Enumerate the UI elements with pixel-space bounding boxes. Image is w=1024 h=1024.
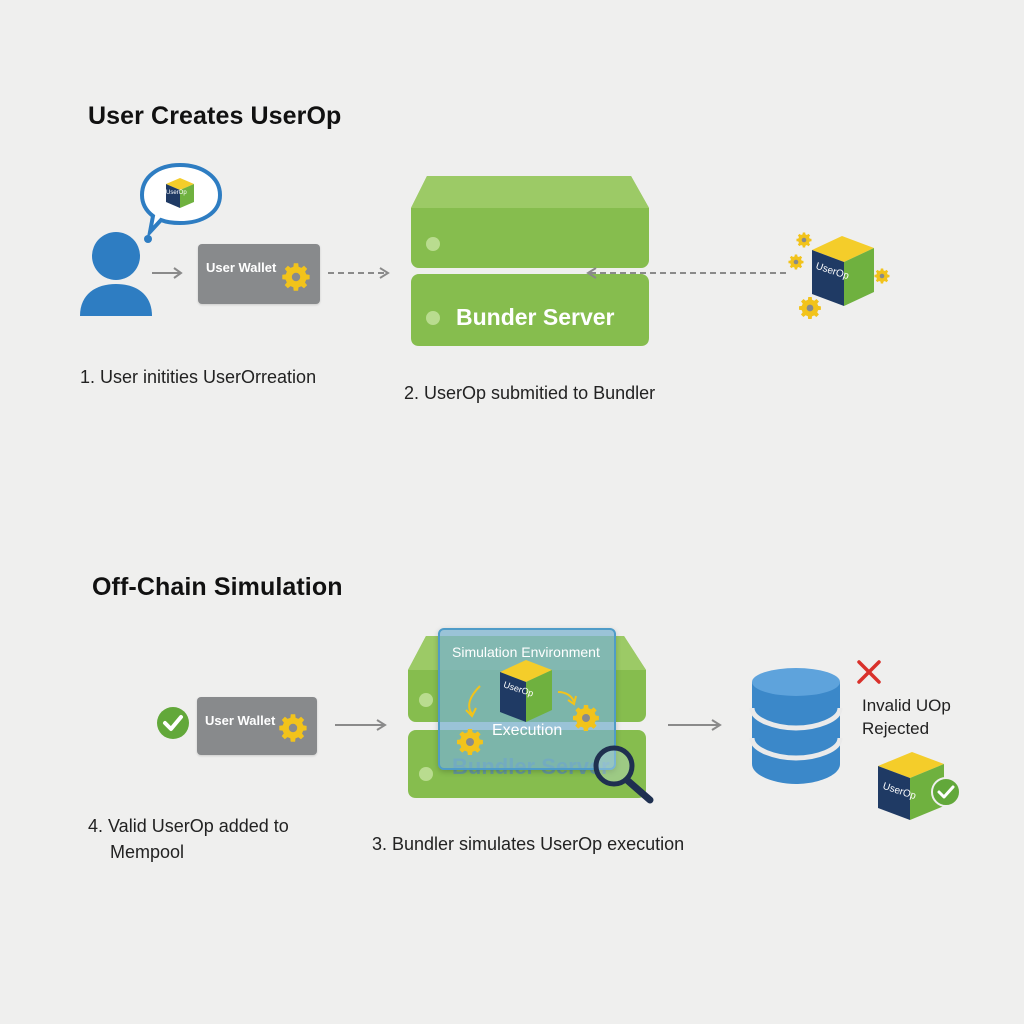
user-wallet-box-2: User Wallet [197,697,317,755]
execution-label: Execution [492,722,563,739]
speech-bubble-icon [139,162,223,243]
dashed-arrow-wallet-to-server [328,267,390,279]
database-icon [749,668,843,784]
arrow-wallet-to-simulation [335,719,387,731]
userop-cube-with-gears [788,232,890,319]
user-wallet-label-2: User Wallet [205,713,276,728]
step3-caption: 3. Bundler simulates UserOp execution [372,834,685,854]
step2-caption: 2. UserOp submitied to Bundler [404,383,656,403]
gear-icon [282,263,310,291]
cube-icon [878,752,944,820]
arrow-user-to-wallet [152,267,183,279]
cube-icon [166,178,194,208]
cube-icon [812,236,874,306]
step4-caption: 4. Valid UserOp added to Mempool [88,813,289,865]
dashed-arrow-cube-to-server [586,267,790,279]
user-wallet-label: User Wallet [206,260,277,275]
bundler-server-icon [411,176,649,346]
user-icon [80,232,152,316]
simulation-graphics [456,660,599,756]
arrow-simulation-to-database [668,719,722,731]
invalid-uop-line1: Invalid UOp [862,696,951,715]
step4-line1: 4. Valid UserOp added to [88,816,289,836]
section-title-off-chain-simulation: Off-Chain Simulation [92,573,343,601]
cross-icon [857,660,881,684]
bundler-server-label: Bunder Server [456,304,615,330]
invalid-uop-label: Invalid UOp Rejected [862,694,951,740]
section-title-user-creates-userop: User Creates UserOp [88,102,342,130]
step4-line2: Mempool [110,842,185,862]
check-icon [157,707,189,739]
bubble-cube-label: UserOp [166,190,187,196]
cube-icon [500,660,552,722]
check-icon [931,777,961,807]
simulation-environment-label: Simulation Environment [452,644,600,660]
valid-userop-cube [878,752,961,820]
invalid-uop-line2: Rejected [862,719,930,738]
magnifier-icon [593,745,654,804]
step1-caption: 1. User initities UserOrreation [80,367,317,387]
gear-icon [279,714,307,742]
user-wallet-box: User Wallet [198,244,320,304]
